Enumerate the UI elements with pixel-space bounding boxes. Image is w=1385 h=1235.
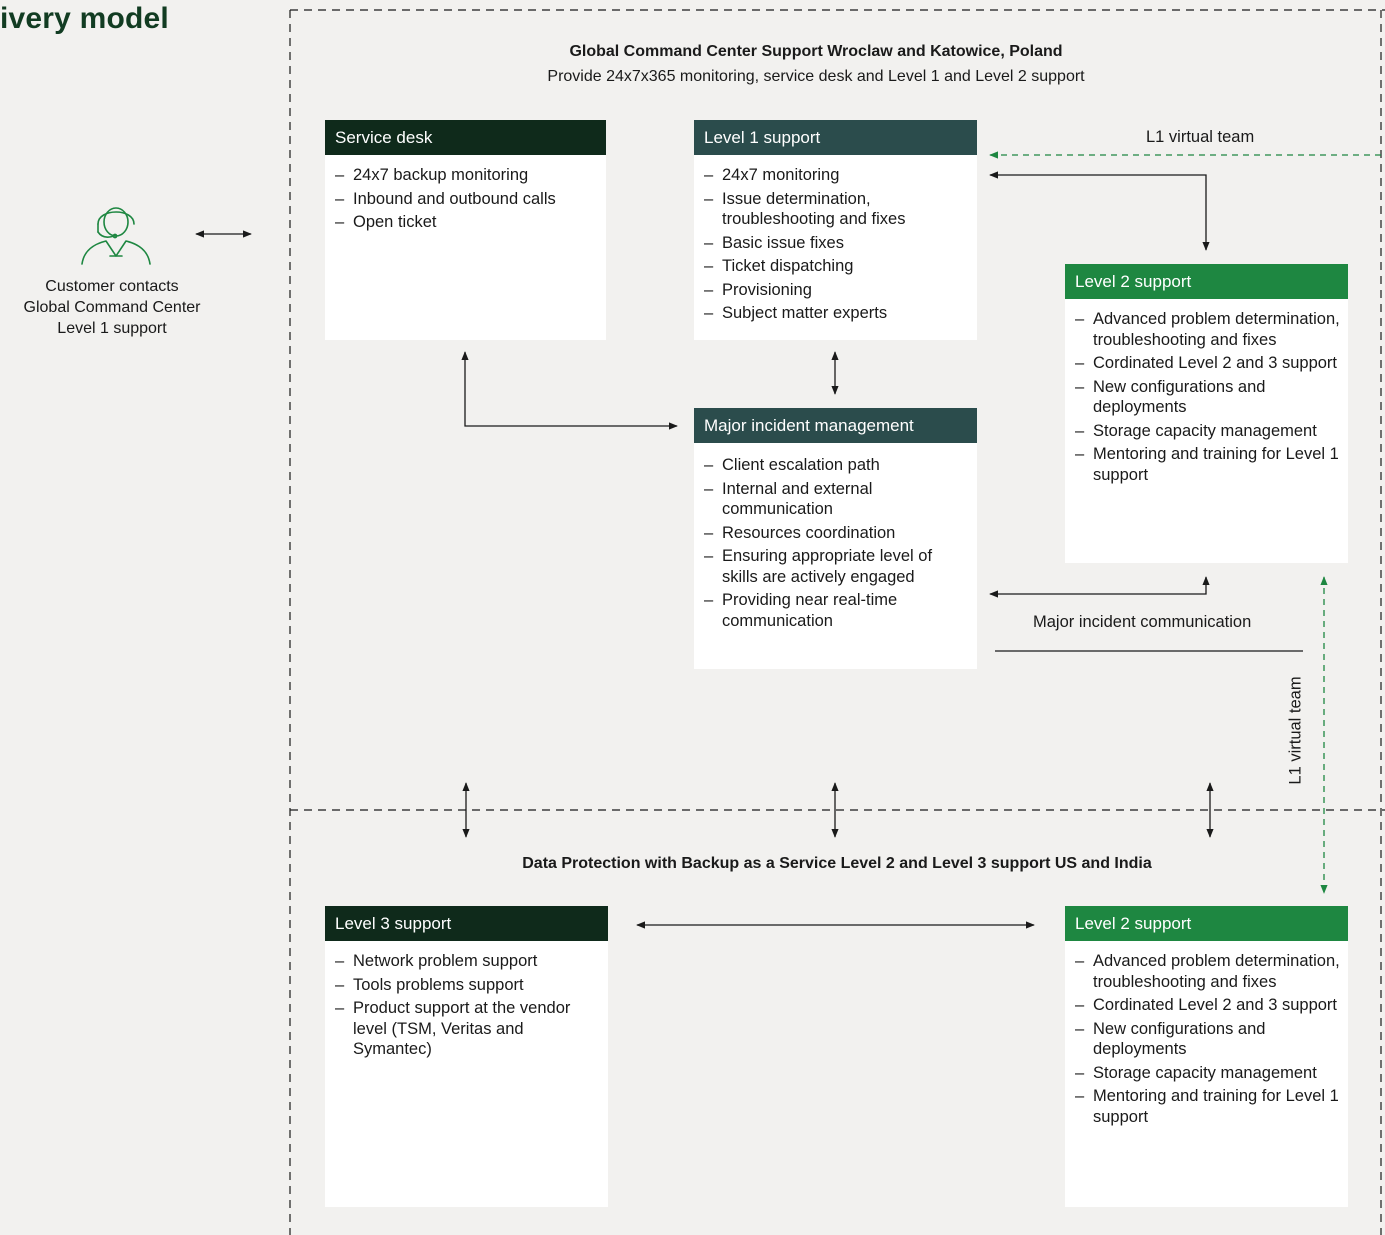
- list-item: Resources coordination: [704, 523, 969, 544]
- level2-support-bottom-header: Level 2 support: [1065, 906, 1348, 941]
- list-item: Subject matter experts: [704, 303, 969, 324]
- list-item: Basic issue fixes: [704, 233, 969, 254]
- service-desk-header: Service desk: [325, 120, 606, 155]
- level2-support-top-card: Level 2 support Advanced problem determi…: [1065, 264, 1348, 563]
- level2-support-bottom-card: Level 2 support Advanced problem determi…: [1065, 906, 1348, 1207]
- list-item: Providing near real-time communication: [704, 590, 969, 631]
- list-item: Product support at the vendor level (TSM…: [335, 998, 600, 1060]
- list-item: Storage capacity management: [1075, 421, 1340, 442]
- major-incident-list: Client escalation path Internal and exte…: [694, 443, 977, 631]
- service-desk-card: Service desk 24x7 backup monitoring Inbo…: [325, 120, 606, 340]
- list-item: New configurations and deployments: [1075, 1019, 1340, 1060]
- list-item: Mentoring and training for Level 1 suppo…: [1075, 1086, 1340, 1127]
- level2-support-top-header: Level 2 support: [1065, 264, 1348, 299]
- list-item: Cordinated Level 2 and 3 support: [1075, 353, 1340, 374]
- customer-caption-line-1: Customer contacts: [45, 278, 179, 295]
- top-section-subtitle: Provide 24x7x365 monitoring, service des…: [547, 68, 1085, 85]
- major-incident-communication-label: Major incident communication: [1033, 613, 1252, 631]
- customer-caption-line-2: Global Command Center: [23, 299, 201, 316]
- list-item: Inbound and outbound calls: [335, 189, 598, 210]
- list-item: Network problem support: [335, 951, 600, 972]
- l1-l2-arrow: [989, 171, 1210, 251]
- list-item: Open ticket: [335, 212, 598, 233]
- list-item: Ticket dispatching: [704, 256, 969, 277]
- level2-support-bottom-list: Advanced problem determination, troubles…: [1065, 941, 1348, 1127]
- list-item: Tools problems support: [335, 975, 600, 996]
- level3-support-list: Network problem support Tools problems s…: [325, 941, 608, 1060]
- level3-support-header: Level 3 support: [325, 906, 608, 941]
- customer-caption: Customer contacts Global Command Center …: [0, 276, 224, 339]
- l1-virtual-team-top-label: L1 virtual team: [1146, 128, 1255, 146]
- list-item: 24x7 backup monitoring: [335, 165, 598, 186]
- major-l2-arrow: [989, 576, 1210, 598]
- list-item: Internal and external communication: [704, 479, 969, 520]
- level1-support-header: Level 1 support: [694, 120, 977, 155]
- customer-icon: [78, 194, 154, 266]
- major-incident-card: Major incident management Client escalat…: [694, 408, 977, 669]
- servicedesk-major-arrow: [461, 351, 678, 430]
- list-item: Issue determination, troubleshooting and…: [704, 189, 969, 230]
- list-item: New configurations and deployments: [1075, 377, 1340, 418]
- list-item: 24x7 monitoring: [704, 165, 969, 186]
- major-incident-header: Major incident management: [694, 408, 977, 443]
- list-item: Storage capacity management: [1075, 1063, 1340, 1084]
- list-item: Mentoring and training for Level 1 suppo…: [1075, 444, 1340, 485]
- level1-support-list: 24x7 monitoring Issue determination, tro…: [694, 155, 977, 324]
- level1-support-card: Level 1 support 24x7 monitoring Issue de…: [694, 120, 977, 340]
- top-section-title: Global Command Center Support Wroclaw an…: [569, 43, 1063, 60]
- service-desk-list: 24x7 backup monitoring Inbound and outbo…: [325, 155, 606, 233]
- customer-caption-line-3: Level 1 support: [57, 320, 167, 337]
- l1-virtual-team-side-label: L1 virtual team: [1286, 676, 1305, 785]
- list-item: Advanced problem determination, troubles…: [1075, 309, 1340, 350]
- bottom-section-title: Data Protection with Backup as a Service…: [522, 855, 1152, 872]
- level2-support-top-list: Advanced problem determination, troubles…: [1065, 299, 1348, 485]
- list-item: Client escalation path: [704, 455, 969, 476]
- level3-support-card: Level 3 support Network problem support …: [325, 906, 608, 1207]
- list-item: Provisioning: [704, 280, 969, 301]
- list-item: Ensuring appropriate level of skills are…: [704, 546, 969, 587]
- list-item: Advanced problem determination, troubles…: [1075, 951, 1340, 992]
- list-item: Cordinated Level 2 and 3 support: [1075, 995, 1340, 1016]
- page-title: ivery model: [0, 2, 169, 35]
